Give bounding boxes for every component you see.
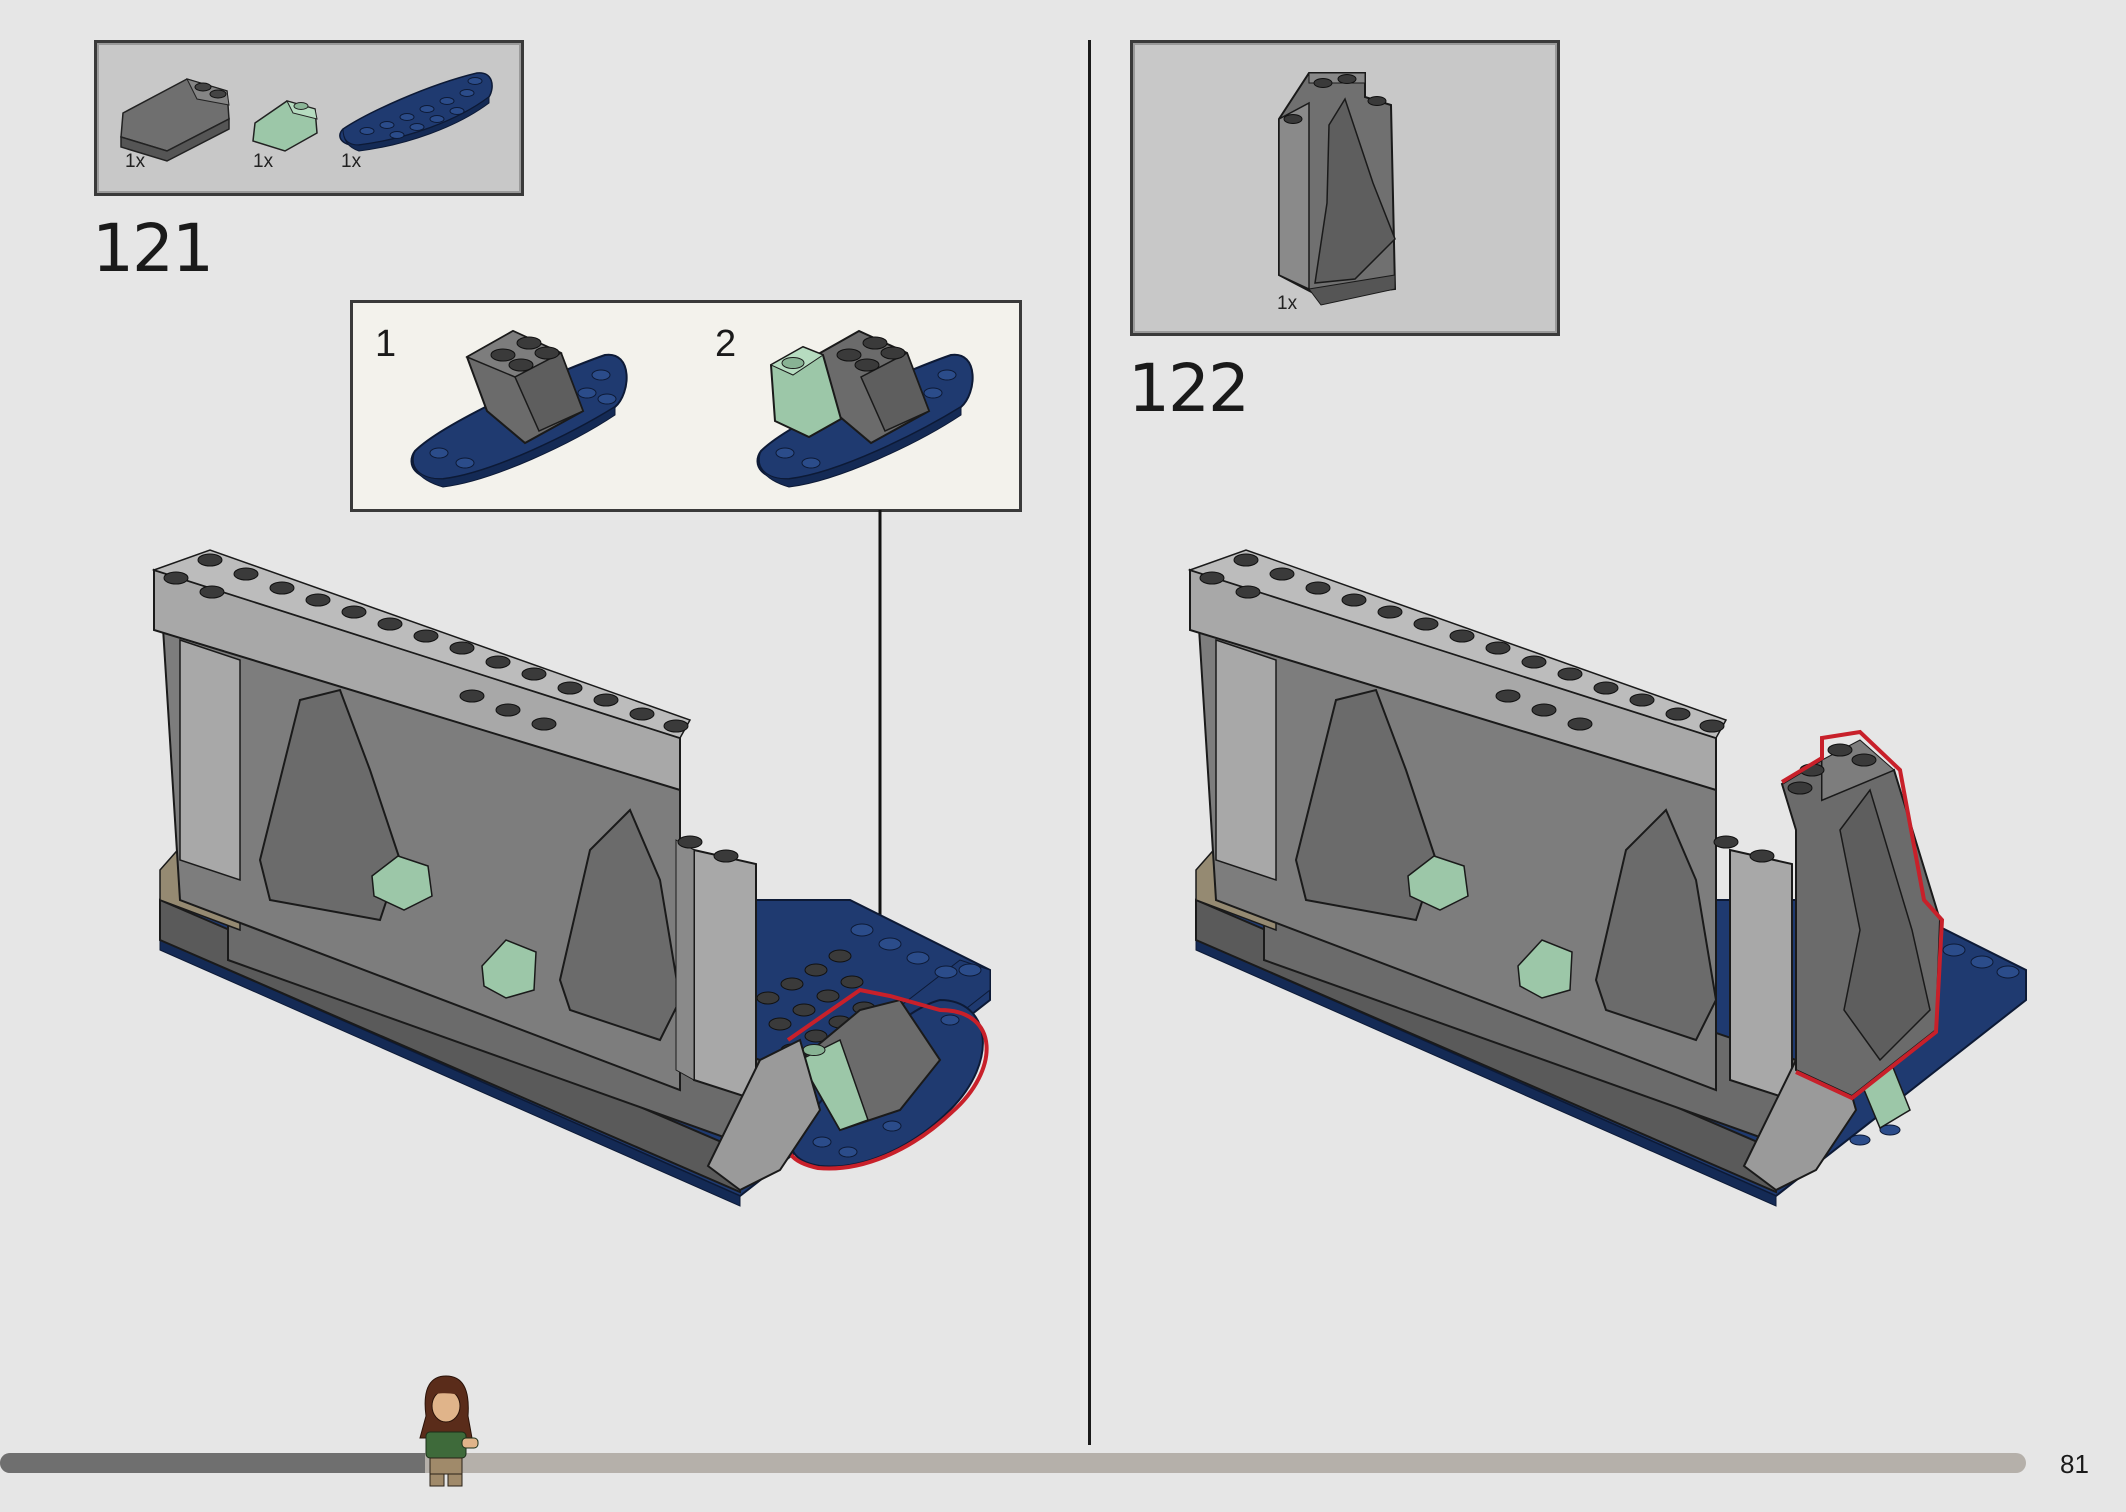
minifigure-icon (419, 1375, 479, 1487)
step-number: 122 (1128, 350, 1250, 427)
page-number: 81 (2060, 1449, 2089, 1479)
page-divider (1088, 40, 1091, 1445)
substep-number: 1 (375, 323, 397, 365)
step-121-parts-box: 1x 1x 1x (94, 40, 524, 196)
part-qty: 1x (253, 151, 274, 172)
subassembly-art (410, 329, 974, 488)
progress-fill (0, 1453, 425, 1473)
part-qty: 1x (341, 151, 362, 172)
part-qty: 1x (1277, 293, 1298, 314)
step-number: 121 (92, 210, 214, 287)
progress-track (0, 1453, 2026, 1473)
subassembly-box: 1 2 (350, 300, 1022, 512)
step-122-parts-art (1278, 72, 1397, 306)
substep-number: 2 (715, 323, 737, 365)
step-121-parts-art (120, 72, 493, 162)
gray-rock-panel-icon (1278, 72, 1397, 306)
substep-2-model (756, 329, 974, 488)
highlighted-new-parts (785, 987, 989, 1171)
step-121-model (151, 510, 991, 1207)
highlighted-new-rock-panel (1780, 729, 1945, 1101)
sand-green-slope-icon (252, 100, 318, 152)
gray-slope-brick-icon (120, 78, 230, 162)
dark-blue-wedge-plate-icon (339, 72, 493, 152)
part-qty: 1x (125, 151, 146, 172)
step-122-parts-box: 1x (1130, 40, 1560, 336)
step-122-model (1187, 549, 2027, 1207)
substep-1-model (410, 329, 628, 488)
